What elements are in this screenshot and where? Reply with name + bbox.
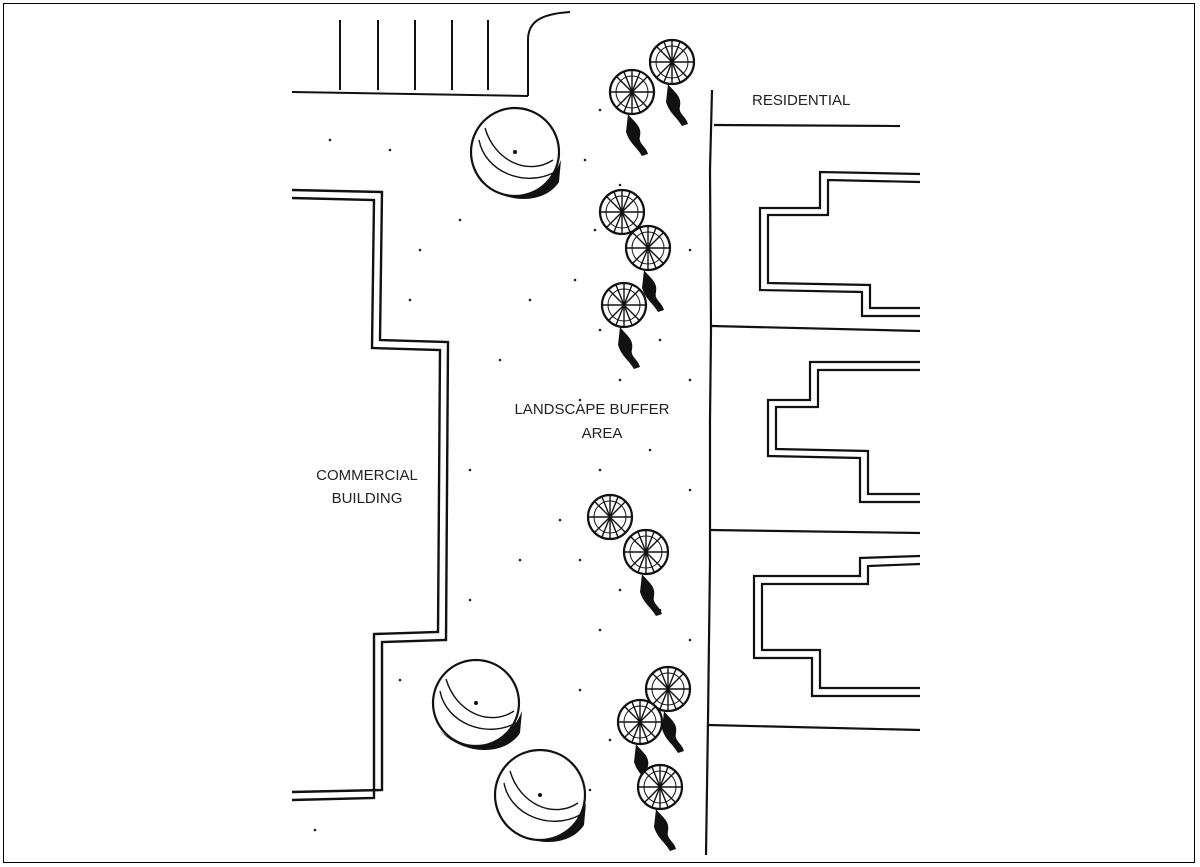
residential-houses <box>752 170 921 698</box>
ornamental-tree <box>598 188 646 236</box>
ornamental-tree <box>622 528 670 616</box>
landscape-buffer-label-line1: LANDSCAPE BUFFER <box>514 401 669 418</box>
shade-tree <box>469 106 561 199</box>
ornamental-tree <box>600 281 648 369</box>
commercial-building-label-line1: COMMERCIAL <box>316 467 418 484</box>
residential-boundary <box>704 89 921 856</box>
commercial-building-label-line2: BUILDING <box>332 490 403 507</box>
landscape-buffer-label-line2: AREA <box>582 425 623 442</box>
commercial-building-outline <box>291 188 450 802</box>
parking-stalls <box>291 11 571 97</box>
figure-frame <box>3 3 1195 863</box>
ornamental-tree <box>586 493 634 541</box>
shade-tree <box>493 748 587 842</box>
ornamental-tree <box>636 763 684 851</box>
residential-label: RESIDENTIAL <box>752 92 850 109</box>
shade-tree <box>431 658 522 750</box>
ornamental-tree <box>608 68 656 156</box>
ornamental-tree <box>648 38 696 126</box>
